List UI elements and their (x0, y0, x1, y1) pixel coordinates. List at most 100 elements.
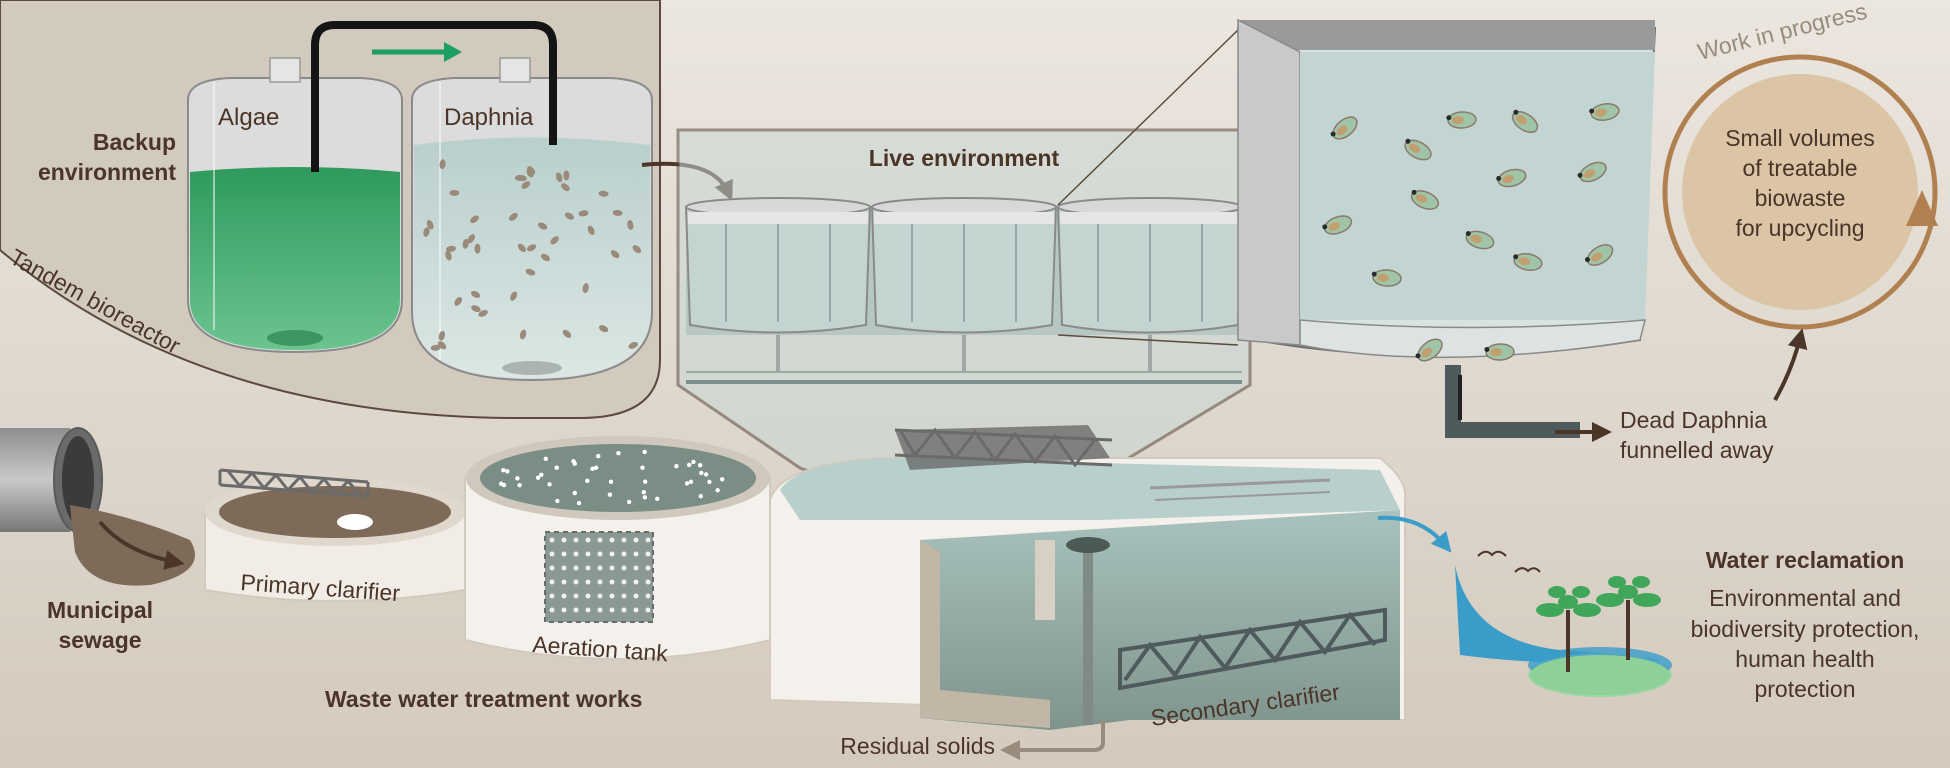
tree-icon (1536, 586, 1601, 672)
reclaim-line2: biodiversity protection, (1691, 616, 1920, 642)
daphnia-dot (628, 341, 638, 349)
aeration-dot (621, 593, 627, 599)
aeration-dot (645, 537, 651, 543)
aeration-dot (561, 593, 567, 599)
daphnia-dot (562, 329, 572, 338)
live-tank (870, 197, 1058, 372)
aeration-dot (633, 607, 639, 613)
aeration-dot (645, 579, 651, 585)
daphnia-icon (1322, 103, 1620, 362)
aeration-dot (597, 551, 603, 557)
bubble-dot (715, 488, 720, 493)
aeration-dot (573, 537, 579, 543)
aeration-dot (573, 551, 579, 557)
bubble-dot (505, 469, 510, 474)
bubble-dot (686, 462, 692, 468)
daphnia-dot (478, 309, 488, 317)
zoom-line-top (1057, 29, 1239, 206)
daphnia-body (1371, 269, 1402, 287)
daphnia-dot (454, 296, 463, 306)
bubble-dot (572, 490, 577, 496)
aeration-dot (645, 551, 651, 557)
sewage-arrow (98, 520, 185, 570)
transfer-tube (311, 21, 557, 172)
daphnia-dot (470, 215, 479, 224)
bubble-dot (515, 476, 520, 481)
daphnia-dot (564, 212, 575, 220)
aeration-dot (561, 579, 567, 585)
daphnia-dot (550, 236, 559, 245)
algae-label: Algae (218, 104, 279, 131)
live-tank-row (684, 197, 1244, 384)
daphnia-dot (445, 250, 452, 261)
daphnia-dot (423, 227, 430, 237)
aeration-dot (621, 607, 627, 613)
daphnia-dot (426, 220, 434, 230)
reclamation-lake (1455, 565, 1672, 697)
zoomed-daphnia-tank (1236, 18, 1657, 438)
bubble-dot (626, 499, 632, 505)
daphnia-dot (439, 159, 446, 170)
aeration-dot (645, 593, 651, 599)
backup-label-line2: environment (38, 159, 176, 185)
bubble-dot (572, 461, 577, 466)
aeration-dot (633, 537, 639, 543)
daphnia-dot (430, 344, 441, 351)
daphnia-dot (561, 183, 570, 192)
aeration-dot (597, 607, 603, 613)
aeration-dot (633, 579, 639, 585)
aeration-dot (585, 551, 591, 557)
bubble-dot (698, 463, 703, 468)
aeration-dot (597, 593, 603, 599)
aeration-dot (573, 593, 579, 599)
daphnia-body (1404, 138, 1432, 161)
daphnia-dot (525, 268, 536, 276)
bubble-dot (576, 500, 582, 506)
aeration-dot (621, 579, 627, 585)
daphnia-dot (598, 325, 609, 333)
daphnia-body (1410, 189, 1440, 210)
aeration-tank (464, 436, 771, 660)
aeration-dot (609, 565, 615, 571)
residual-solids-arrow (1000, 720, 1105, 760)
bubble-dot (643, 479, 648, 484)
small-volumes-line2: of treatable (1742, 155, 1857, 181)
daphnia-body (1415, 338, 1443, 362)
bubble-dot (547, 482, 552, 487)
aeration-dot (633, 551, 639, 557)
bubble-dot (707, 479, 712, 485)
aeration-dot (609, 551, 615, 557)
municipal-label-line2: sewage (58, 627, 141, 653)
daphnia-swarm-icon (423, 159, 642, 351)
aeration-dot (621, 551, 627, 557)
daphnia-dot (514, 174, 525, 181)
aeration-dot (633, 593, 639, 599)
zoom-line-bottom (1057, 334, 1239, 346)
live-label: Live environment (869, 145, 1060, 171)
daphnia-dot (509, 212, 518, 221)
municipal-label-line1: Municipal (47, 597, 153, 623)
daphnia-dot (627, 220, 634, 230)
daphnia-body (1513, 253, 1543, 271)
bubble-dot (616, 451, 621, 456)
aeration-dot (585, 537, 591, 543)
aeration-dot (609, 579, 615, 585)
daphnia-dot (474, 243, 481, 254)
reclaim-line1: Environmental and (1709, 585, 1901, 611)
daphnia-dot (471, 305, 481, 313)
live-tank (1056, 197, 1244, 372)
dead-daphnia-line1: Dead Daphnia (1620, 407, 1767, 433)
bubble-dot (501, 468, 506, 473)
aeration-dot (633, 565, 639, 571)
aeration-dot (621, 565, 627, 571)
bubble-dot (608, 479, 614, 484)
aeration-dot (573, 579, 579, 585)
aeration-dot (549, 565, 555, 571)
bubble-dot (720, 477, 725, 482)
daphnia-dot (555, 172, 563, 183)
daphnia-body (1330, 116, 1358, 140)
aeration-dot (609, 607, 615, 613)
daphnia-body (1446, 111, 1477, 129)
daphnia-dot (470, 290, 481, 298)
